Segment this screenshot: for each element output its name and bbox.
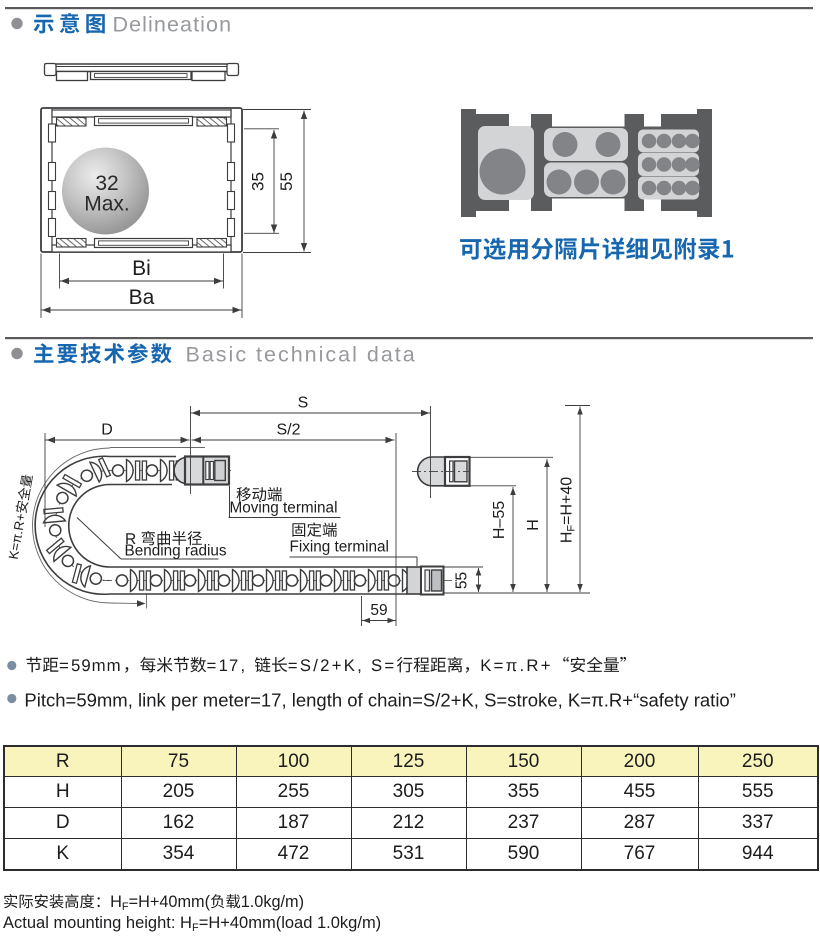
svg-text:H–55: H–55	[491, 501, 508, 539]
svg-text:Actual mounting height: HF=H+4: Actual mounting height: HF=H+40mm(load 1…	[3, 914, 381, 934]
svg-text:Basic technical data: Basic technical data	[186, 343, 417, 367]
svg-text:Bi: Bi	[132, 257, 151, 280]
svg-text:Ba: Ba	[129, 286, 155, 309]
svg-text:HF=H+40mm(: HF=H+40mm(	[110, 893, 211, 913]
svg-text:Moving terminal: Moving terminal	[230, 500, 338, 517]
svg-text:55: 55	[454, 572, 471, 589]
svg-text:32: 32	[95, 172, 118, 195]
svg-text:59: 59	[370, 602, 387, 619]
svg-text:Max.: Max.	[84, 193, 130, 216]
svg-text:H: H	[525, 519, 542, 531]
svg-text:Bending radius: Bending radius	[125, 543, 227, 560]
svg-text:Delineation: Delineation	[113, 13, 233, 37]
svg-text:Fixing terminal: Fixing terminal	[290, 539, 389, 556]
svg-text:S/2: S/2	[276, 422, 300, 439]
svg-text:35: 35	[249, 172, 268, 191]
svg-text:S: S	[298, 395, 309, 412]
svg-text:Pitch=59mm, link per meter=17,: Pitch=59mm, link per meter=17, length of…	[24, 690, 736, 711]
svg-text:HF=H+40: HF=H+40	[559, 477, 578, 543]
svg-text:1.0kg/m): 1.0kg/m)	[241, 893, 304, 911]
svg-text:55: 55	[277, 172, 296, 191]
svg-text:D: D	[101, 422, 113, 439]
